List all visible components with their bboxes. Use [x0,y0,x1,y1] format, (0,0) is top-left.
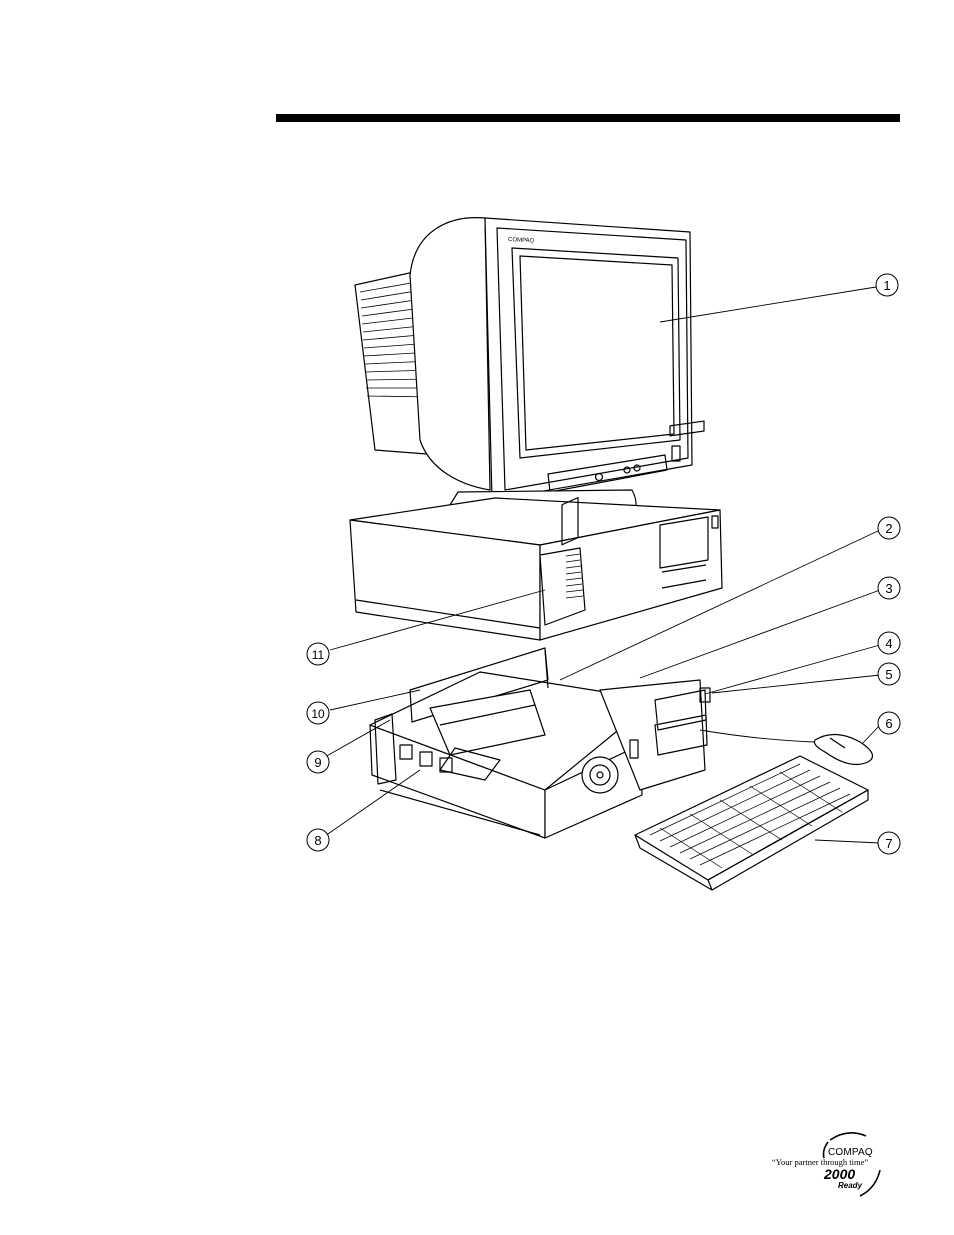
monitor: COMPAQ [354,217,693,530]
callout-3-label: 3 [885,581,892,596]
callout-4-label: 4 [885,636,892,651]
mouse [699,729,874,765]
logo-ready: Ready [838,1181,863,1190]
callout-2-label: 2 [885,521,892,536]
callout-2-circle [877,516,901,540]
callout-11-circle [306,642,330,666]
callout-11-label: 11 [312,648,325,662]
callout-4-circle [877,631,901,655]
callout-6-label: 6 [885,716,892,731]
svg-text:COMPAQ: COMPAQ [508,237,535,244]
callout-8-circle [306,828,330,852]
callout-9-circle [306,750,330,774]
callout-6-circle [877,711,901,735]
logo-tagline: “Your partner through time” [772,1157,869,1167]
computer-cover [349,420,723,641]
header-rule [276,114,900,122]
callout-8-label: 8 [314,833,321,848]
callout-10-label: 10 [311,707,325,721]
callout-5-circle [877,662,901,686]
callout-1-label: 1 [883,278,890,293]
callout-5-label: 5 [885,667,892,682]
logo-year: 2000 [824,1166,856,1182]
logo-brand: COMPAQ [828,1147,873,1158]
callout-10-circle [306,701,330,725]
chassis-interior [369,497,711,839]
keyboard [634,755,869,891]
callout-3-circle [877,576,901,600]
callout-7-label: 7 [885,836,892,851]
callout-7-circle [877,831,901,855]
callout-1-circle [875,273,899,297]
compaq-2000-ready-logo: COMPAQ “Your partner through time” 2000 … [768,1130,918,1200]
callout-9-label: 9 [314,755,321,770]
